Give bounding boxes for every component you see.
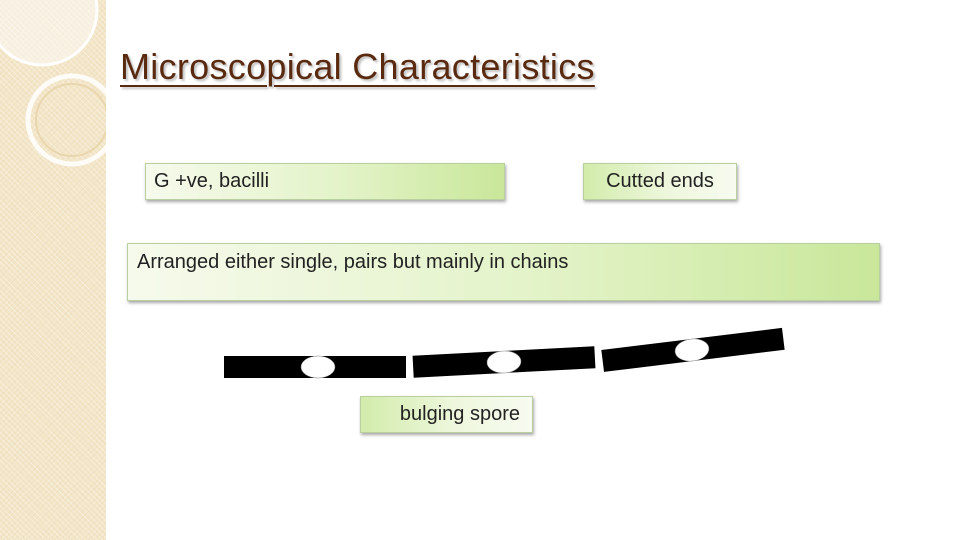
spore-2 (486, 350, 522, 374)
decorative-rings (0, 0, 106, 167)
bacillus-3 (601, 327, 785, 372)
arrangement-box: Arranged either single, pairs but mainly… (127, 243, 880, 301)
cut-ends-box: Cutted ends (583, 163, 737, 200)
bacillus-2 (412, 346, 596, 378)
spore-3 (674, 338, 710, 362)
gram-stain-box: G +ve, bacilli (145, 163, 505, 200)
slide-title: Microscopical Characteristics (120, 46, 595, 87)
bulging-spore-label: bulging spore (360, 396, 533, 433)
decorative-sidebar (0, 0, 106, 540)
spore-1 (300, 355, 336, 379)
bacillus-1 (224, 355, 406, 379)
